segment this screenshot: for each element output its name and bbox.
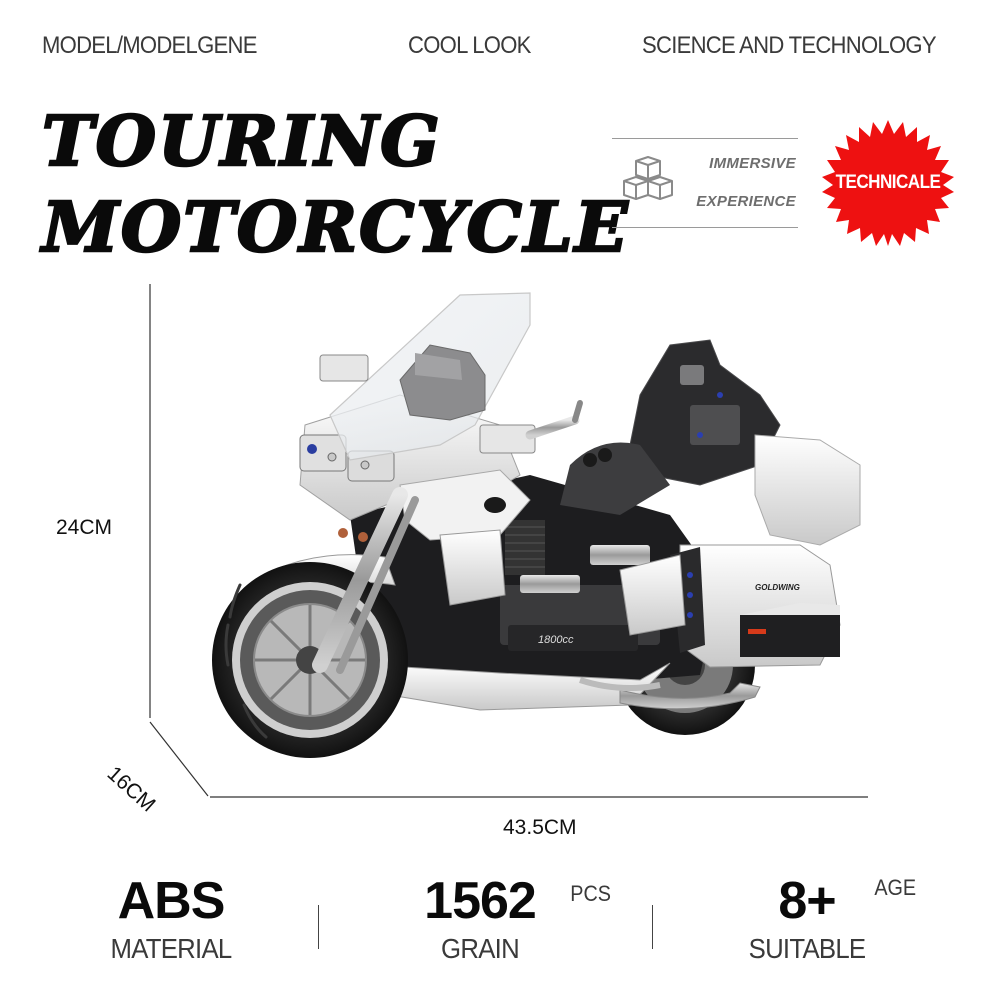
header-label-cool-look: COOL LOOK [408, 32, 531, 59]
spec-divider [652, 905, 653, 949]
cubes-icon [623, 156, 673, 200]
header-label-science: SCIENCE AND TECHNOLOGY [642, 32, 937, 59]
badge-text: TECHNICALE [835, 172, 941, 193]
spec-age-label: SUITABLE [748, 933, 866, 964]
front-wheel [212, 562, 408, 758]
dimension-depth: 16CM [102, 762, 160, 817]
header-label-model: MODEL/MODELGENE [42, 32, 257, 59]
starburst-icon [822, 120, 954, 246]
spec-age-unit: AGE [874, 875, 917, 900]
spec-pieces-label: GRAIN [441, 933, 520, 964]
feature-text-experience: EXPERIENCE [696, 193, 796, 210]
title-line-2: MOTORCYCLE [41, 187, 630, 270]
spec-material: ABS MATERIAL [100, 875, 242, 965]
feature-text-immersive: IMMERSIVE [709, 155, 796, 172]
engine-label: 1800cc [538, 634, 574, 646]
spec-divider [318, 905, 319, 949]
decal-label: GOLDWING [755, 583, 800, 592]
spec-material-value: ABS [117, 872, 226, 930]
motorcycle-image: 1800cc [212, 292, 861, 758]
title-line-1: TOURING [41, 101, 442, 184]
dimension-width: 43.5CM [503, 816, 577, 839]
spec-pieces-unit: PCS [570, 881, 611, 906]
spec-material-label: MATERIAL [110, 933, 232, 964]
feature-box: IMMERSIVE EXPERIENCE [612, 138, 798, 228]
spec-pieces: 1562 GRAIN [410, 875, 550, 965]
spec-pieces-value: 1562 [424, 872, 537, 930]
spec-age: 8+ SUITABLE [740, 875, 874, 965]
technicale-badge: TECHNICALE [822, 120, 954, 246]
spec-age-value: 8+ [778, 872, 836, 930]
dimension-height: 24CM [56, 516, 113, 539]
